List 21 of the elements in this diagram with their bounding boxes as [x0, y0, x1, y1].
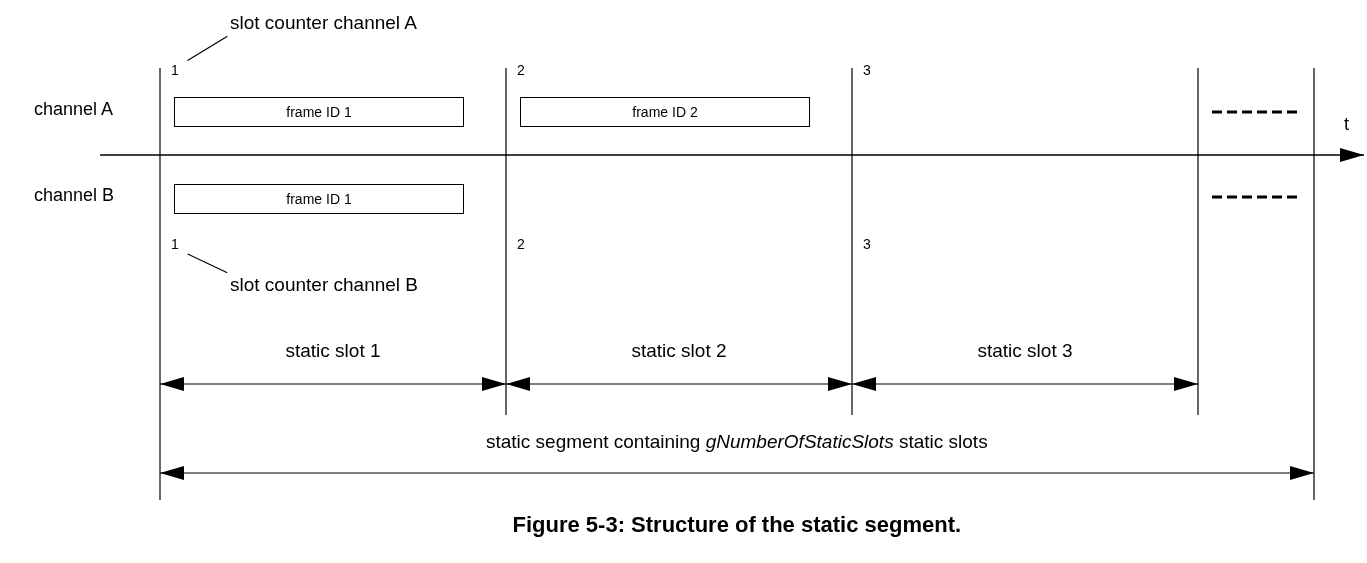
channel-label: channel A: [34, 99, 114, 121]
dimension-label: static slot 1: [285, 340, 381, 363]
dimension-label: static slot 3: [977, 340, 1073, 363]
slot-number: 2: [517, 236, 525, 253]
slot-counter-label: slot counter channel A: [230, 12, 417, 35]
leader-line: [186, 35, 229, 62]
frame-box: frame ID 1: [174, 184, 464, 214]
channel-label: channel B: [34, 185, 115, 207]
dimension-label: static segment containing gNumberOfStaticSlots static slots: [486, 431, 988, 454]
slot-counter-label: slot counter channel B: [230, 274, 418, 297]
leader-line: [187, 253, 228, 274]
frame-box: frame ID 2: [520, 97, 810, 127]
slot-number: 2: [517, 62, 525, 79]
slot-number: 3: [863, 236, 871, 253]
frame-box: frame ID 1: [174, 97, 464, 127]
axis-label: t: [1344, 114, 1349, 136]
figure-caption: Figure 5-3: Structure of the static segment.: [512, 512, 962, 539]
slot-number: 1: [171, 62, 185, 79]
dimension-label: static slot 2: [631, 340, 727, 363]
slot-number: 1: [171, 236, 185, 253]
slot-number: 3: [863, 62, 871, 79]
